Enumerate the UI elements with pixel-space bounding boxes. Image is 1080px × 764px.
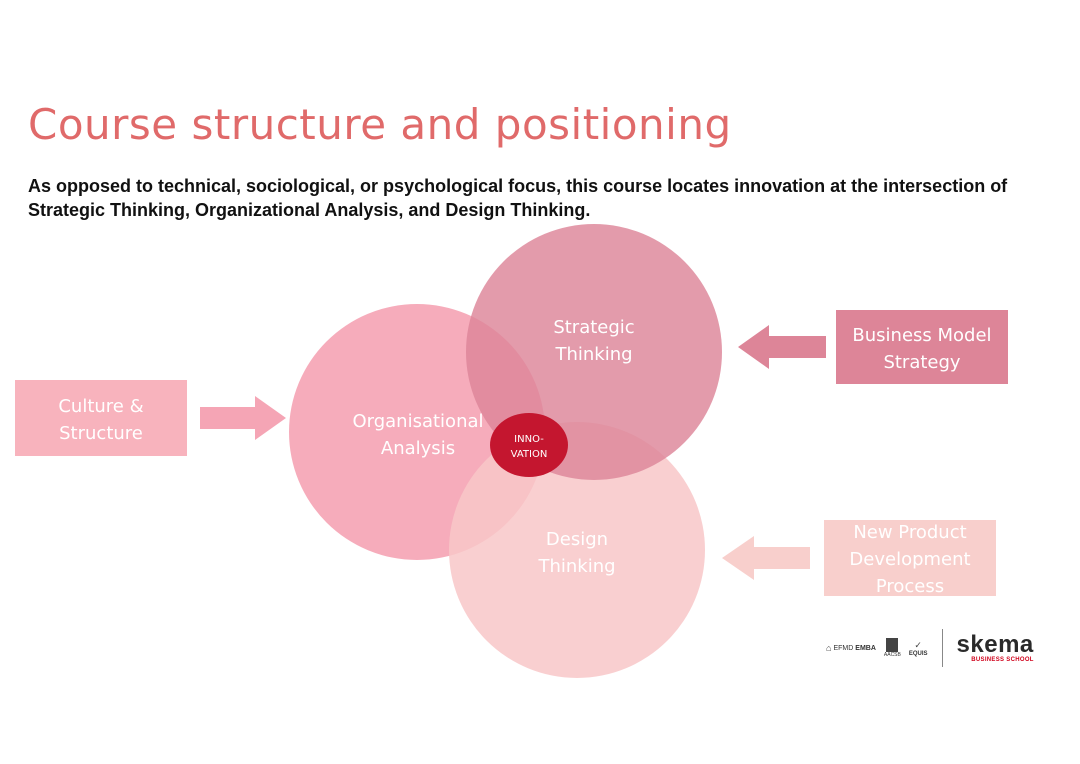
arrow-left-business xyxy=(738,325,826,369)
equis-logo: ✓ EQUIS xyxy=(909,640,928,657)
product-development-box xyxy=(824,520,996,596)
culture-structure-line1: Culture & xyxy=(58,396,143,417)
strategic-thinking-line1: Strategic xyxy=(553,317,634,338)
arrow-left-product xyxy=(722,536,810,580)
aacsb-label: AACSB xyxy=(883,652,901,658)
business-model-line2: Strategy xyxy=(883,352,960,373)
skema-logo: skema BUSINESS SCHOOL xyxy=(956,631,1034,664)
accreditation-logos: ⌂ EFMD EMBA AACSB ✓ EQUIS skema BUSINESS… xyxy=(826,626,1056,670)
efmd-label: EFMD xyxy=(833,644,854,652)
logo-divider xyxy=(941,629,943,667)
efmd-emba-logo: ⌂ EFMD EMBA xyxy=(826,643,876,653)
organisational-analysis-line1: Organisational xyxy=(352,411,483,432)
product-development-line3: Process xyxy=(876,576,944,597)
slide-subtitle: As opposed to technical, sociological, o… xyxy=(28,176,1008,220)
skema-word: skema xyxy=(956,631,1034,658)
aacsb-logo-mark xyxy=(886,638,899,652)
arrow-right-culture xyxy=(200,396,286,440)
equis-label: EQUIS xyxy=(908,650,928,657)
product-development-line1: New Product xyxy=(853,522,966,543)
innovation-line1: INNO- xyxy=(514,434,544,445)
innovation-ellipse xyxy=(490,413,568,477)
culture-structure-line2: Structure xyxy=(59,423,143,444)
product-development-line2: Development xyxy=(849,549,970,570)
organisational-analysis-line2: Analysis xyxy=(381,438,455,459)
aacsb-logo: AACSB xyxy=(884,638,901,658)
design-thinking-line1: Design xyxy=(546,529,608,550)
strategic-thinking-line2: Thinking xyxy=(554,344,632,365)
equis-logo-mark: ✓ xyxy=(914,639,922,650)
business-model-box xyxy=(836,310,1008,384)
innovation-line2: VATION xyxy=(511,449,548,460)
emba-label: EMBA xyxy=(855,644,876,652)
efmd-logo-mark: ⌂ xyxy=(826,643,832,653)
culture-structure-box xyxy=(15,380,187,456)
design-thinking-line2: Thinking xyxy=(537,556,615,577)
design-thinking-circle xyxy=(449,422,705,678)
business-model-line1: Business Model xyxy=(852,325,991,346)
slide-title: Course structure and positioning xyxy=(28,100,732,149)
skema-subtitle: BUSINESS SCHOOL xyxy=(971,657,1034,663)
